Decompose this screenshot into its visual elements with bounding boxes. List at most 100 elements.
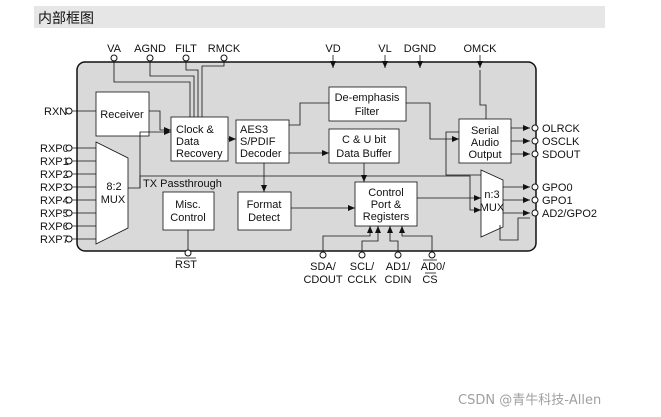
page-title: 内部框图: [38, 11, 94, 27]
svg-text:Detect: Detect: [248, 212, 280, 224]
receiver-block: Receiver: [95, 91, 150, 137]
svg-text:Clock &: Clock &: [176, 124, 215, 136]
pin-omck-label: OMCK: [464, 43, 498, 55]
pin-rxp1-label: RXP1: [40, 156, 69, 168]
pin-olrck: OLRCK: [511, 123, 581, 135]
tx-passthrough-label: TX Passthrough: [143, 178, 222, 190]
svg-text:n:3: n:3: [484, 189, 499, 201]
svg-text:Port &: Port &: [371, 199, 402, 211]
pin-olrck-label: OLRCK: [542, 123, 581, 135]
pin-rxp2-label: RXP2: [40, 169, 69, 181]
pin-scl-label-2: CCLK: [347, 274, 377, 286]
pin-rmck: RMCK: [201, 43, 241, 117]
pin-filt: FILT: [175, 43, 199, 117]
svg-text:C & U bit: C & U bit: [342, 134, 386, 146]
svg-text:Data: Data: [176, 136, 200, 148]
pin-ad0-label-2: CS: [422, 274, 437, 286]
pin-sda-cdout: SDA/ CDOUT: [303, 226, 373, 286]
pin-gpo0: GPO0: [503, 182, 573, 194]
pin-va: VA: [107, 43, 191, 117]
watermark: CSDN @青牛科技-Allen: [458, 393, 602, 408]
pin-rxn-label: RXN: [44, 106, 67, 118]
svg-text:Format: Format: [247, 199, 282, 211]
pin-vd: VD: [325, 43, 341, 68]
pin-rxp1: RXP1: [40, 156, 96, 168]
pin-rxp4-label: RXP4: [40, 195, 69, 207]
control-port-registers-block: Control Port & Registers: [354, 181, 418, 227]
pin-gpo1: GPO1: [503, 195, 573, 207]
pin-ad1-cdin: AD1/ CDIN: [385, 226, 412, 286]
pin-rxp0: RXP0: [40, 143, 96, 155]
pin-ad2-gpo2-label: AD2/GPO2: [542, 208, 597, 220]
svg-text:Registers: Registers: [363, 211, 410, 223]
svg-text:MUX: MUX: [101, 194, 126, 206]
clock-data-recovery-block: Clock & Data Recovery: [170, 116, 229, 162]
pin-rxp5-label: RXP5: [40, 208, 69, 220]
pin-osclk: OSCLK: [511, 136, 580, 148]
pin-rxp6-label: RXP6: [40, 221, 69, 233]
pin-scl-label-1: SCL/: [350, 261, 375, 273]
svg-text:Receiver: Receiver: [100, 109, 144, 121]
de-emphasis-filter-block: De-emphasis Filter: [328, 86, 407, 122]
pin-ad1-label-1: AD1/: [386, 261, 411, 273]
pin-rxp5: RXP5: [40, 208, 96, 220]
format-detect-block: Format Detect: [237, 191, 292, 231]
pin-dgnd-label: DGND: [404, 43, 436, 55]
pin-rxp2: RXP2: [40, 169, 96, 181]
pin-dgnd: DGND: [404, 43, 436, 68]
svg-text:Control: Control: [368, 187, 403, 199]
pin-osclk-label: OSCLK: [542, 136, 580, 148]
pin-ad0-label-1: AD0/: [421, 261, 446, 273]
pin-rxp4: RXP4: [40, 195, 96, 207]
svg-text:Audio: Audio: [471, 137, 499, 149]
svg-text:Decoder: Decoder: [240, 148, 282, 160]
cu-bit-buffer-block: C & U bit Data Buffer: [328, 128, 400, 164]
aes3-decoder-block: AES3 S/PDIF Decoder: [235, 119, 290, 164]
pin-scl-cclk: SCL/ CCLK: [347, 226, 381, 286]
svg-text:Data Buffer: Data Buffer: [336, 148, 392, 160]
pin-rst: RST: [175, 246, 197, 271]
svg-text:Serial: Serial: [471, 125, 499, 137]
header-bar: 内部框图: [34, 6, 605, 28]
pin-sda-label-1: SDA/: [310, 261, 337, 273]
svg-text:De-emphasis: De-emphasis: [335, 92, 400, 104]
pin-gpo0-label: GPO0: [542, 182, 573, 194]
svg-text:8:2: 8:2: [106, 181, 121, 193]
svg-text:AES3: AES3: [240, 124, 268, 136]
pin-rxp7: RXP7: [40, 234, 96, 246]
pin-sda-label-2: CDOUT: [303, 274, 342, 286]
misc-control-block: Misc. Control: [162, 191, 215, 231]
pin-sdout-label: SDOUT: [542, 149, 581, 161]
svg-text:MUX: MUX: [480, 202, 505, 214]
svg-text:S/PDIF: S/PDIF: [240, 136, 276, 148]
pin-vl: VL: [378, 43, 392, 68]
pin-agnd-label: AGND: [134, 43, 166, 55]
pin-filt-label: FILT: [175, 43, 197, 55]
serial-audio-output-block: Serial Audio Output: [458, 118, 512, 164]
pin-rst-label: RST: [175, 259, 197, 271]
svg-text:Filter: Filter: [355, 106, 380, 118]
pin-ad1-label-2: CDIN: [385, 274, 412, 286]
signal-lines: [128, 102, 481, 246]
pin-sdout: SDOUT: [511, 149, 581, 161]
svg-text:Control: Control: [170, 212, 205, 224]
svg-text:Misc.: Misc.: [175, 199, 201, 211]
pin-rxp7-label: RXP7: [40, 234, 69, 246]
input-mux-8-2: 8:2 MUX: [95, 141, 129, 245]
pin-agnd: AGND: [134, 43, 195, 117]
pin-gpo1-label: GPO1: [542, 195, 573, 207]
pin-ad2-gpo2: AD2/GPO2: [499, 208, 597, 241]
output-mux-n-3: n:3 MUX: [480, 169, 505, 238]
pin-rxn: RXN: [44, 106, 96, 118]
pin-rxp3-label: RXP3: [40, 182, 69, 194]
pin-rxp3: RXP3: [40, 182, 96, 194]
pin-va-label: VA: [107, 43, 122, 55]
pin-vd-label: VD: [325, 43, 340, 55]
pin-ad0-cs: AD0/ CS: [399, 226, 446, 286]
svg-text:Output: Output: [468, 149, 501, 161]
pin-rmck-label: RMCK: [208, 43, 241, 55]
pin-rxp0-label: RXP0: [40, 143, 69, 155]
pin-vl-label: VL: [378, 43, 391, 55]
